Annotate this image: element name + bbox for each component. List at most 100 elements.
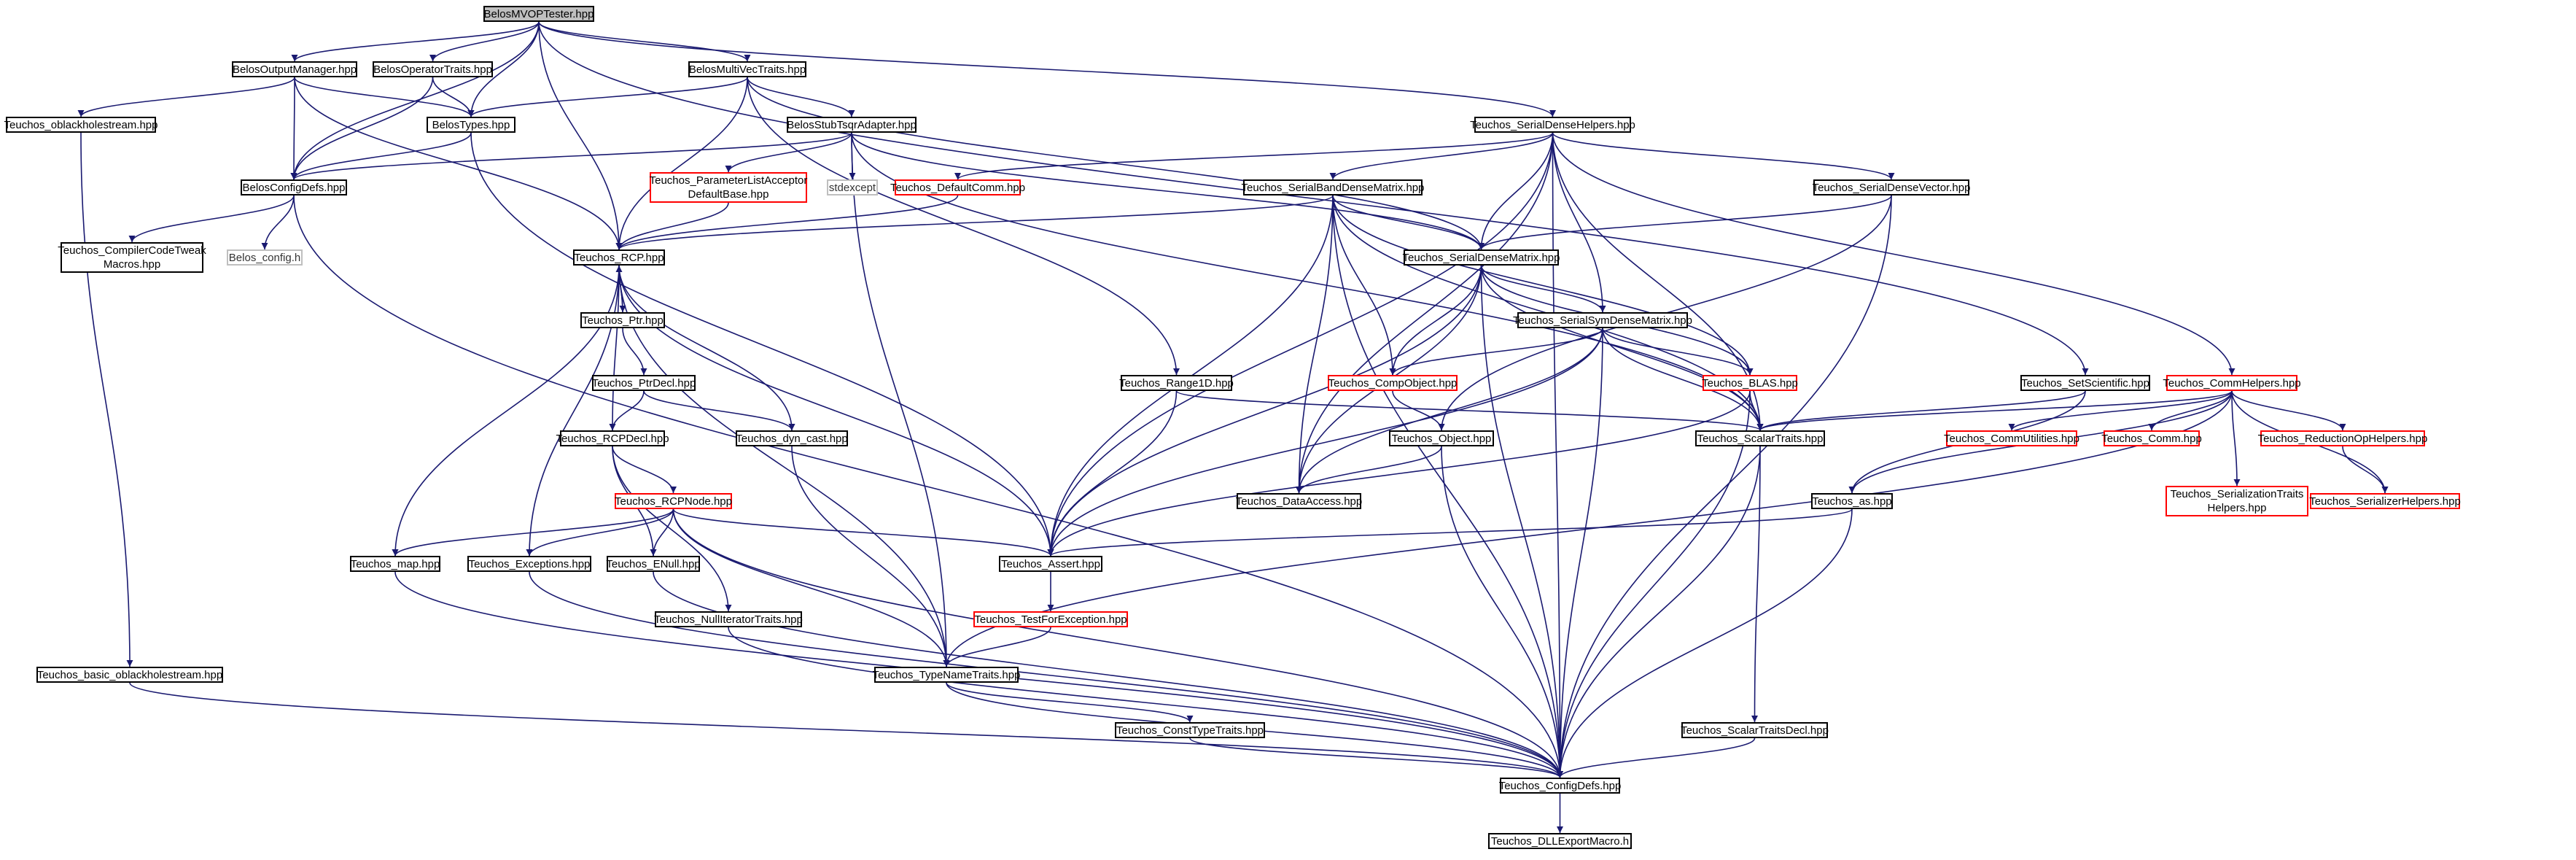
node-SerialDenseMatrix[interactable]: Teuchos_SerialDenseMatrix.hpp — [1403, 249, 1560, 266]
node-dyn_cast[interactable]: Teuchos_dyn_cast.hpp — [736, 430, 848, 446]
edge-SerialSymDense-to-ScalarTraits — [1602, 328, 1764, 431]
node-ParamListAcceptor[interactable]: Teuchos_ParameterListAcceptor DefaultBas… — [650, 172, 807, 203]
edge-dyn_cast-to-TypeNameTraits — [791, 446, 950, 667]
node-TestForException[interactable]: Teuchos_TestForException.hpp — [973, 611, 1128, 627]
node-NullIteratorTraits[interactable]: Teuchos_NullIteratorTraits.hpp — [654, 611, 803, 627]
node-BelosOutputManager[interactable]: BelosOutputManager.hpp — [232, 61, 357, 77]
node-DataAccess[interactable]: Teuchos_DataAccess.hpp — [1236, 493, 1362, 509]
edge-BelosTypes-to-BelosConfigDefs — [290, 132, 472, 180]
edge-RCPDecl-to-RCPNode — [612, 446, 677, 494]
edge-BelosStubTsqr-to-SerialDenseMatrix — [851, 132, 1484, 250]
node-TypeNameTraits[interactable]: Teuchos_TypeNameTraits.hpp — [873, 667, 1020, 683]
edge-SerialBandDense-to-RCP — [615, 195, 1334, 250]
edge-BelosMultiVecTraits-to-Range1D — [747, 77, 1180, 376]
node-RCPNode[interactable]: Teuchos_RCPNode.hpp — [615, 493, 732, 509]
node-DefaultComm[interactable]: Teuchos_DefaultComm.hpp — [890, 179, 1025, 195]
edge-SerialBandDense-to-CompObject — [1332, 195, 1396, 376]
edge-BelosMVOPTester-to-SerialDenseHelpers — [538, 21, 1556, 117]
edge-BelosTypes-to-Assert — [470, 132, 1054, 557]
edge-SerialSymDense-to-BLAS — [1602, 328, 1754, 376]
edge-BelosStubTsqr-to-ParamListAcceptor — [725, 132, 852, 173]
edge-ReductionOpHelpers-to-SerializerHelpers — [2342, 446, 2389, 494]
edge-RCPNode-to-TypeNameTraits — [672, 508, 950, 667]
edge-BelosConfigDefs-to-ConfigDefs — [293, 195, 1563, 778]
edge-RCP-to-Exceptions — [526, 265, 620, 557]
edge-SerialDenseMatrix-to-SerialSymDense — [1480, 265, 1606, 313]
node-RCP[interactable]: Teuchos_RCP.hpp — [573, 249, 665, 266]
node-SerialDenseHelpers[interactable]: Teuchos_SerialDenseHelpers.hpp — [1470, 117, 1635, 133]
edge-SerialSymDense-to-ConfigDefs — [1557, 328, 1603, 778]
node-BLAS[interactable]: Teuchos_BLAS.hpp — [1702, 375, 1798, 391]
edge-PtrDecl-to-RCPDecl — [609, 390, 645, 431]
node-RCPDecl[interactable]: Teuchos_RCPDecl.hpp — [556, 430, 669, 446]
node-Ptr[interactable]: Teuchos_Ptr.hpp — [580, 312, 665, 328]
node-CommHelpers[interactable]: Teuchos_CommHelpers.hpp — [2163, 375, 2301, 391]
edge-BelosOutputManager-to-BelosConfigDefs — [290, 77, 297, 180]
node-Comm[interactable]: Teuchos_Comm.hpp — [2101, 430, 2202, 446]
edge-Exceptions-to-ConfigDefs — [529, 571, 1563, 778]
node-DLLExportMacro[interactable]: Teuchos_DLLExportMacro.h — [1488, 833, 1632, 849]
node-ConfigDefs[interactable]: Teuchos_ConfigDefs.hpp — [1499, 778, 1621, 794]
edge-BelosMVOPTester-to-RCP — [538, 21, 623, 250]
node-SerialDenseVector[interactable]: Teuchos_SerialDenseVector.hpp — [1813, 179, 1970, 195]
node-CommUtilities[interactable]: Teuchos_CommUtilities.hpp — [1944, 430, 2079, 446]
edge-CommHelpers-to-CommUtilities — [2008, 390, 2233, 431]
edge-BelosMVOPTester-to-BelosOperatorTraits — [429, 21, 540, 62]
node-as[interactable]: Teuchos_as.hpp — [1811, 493, 1893, 509]
node-ConstTypeTraits[interactable]: Teuchos_ConstTypeTraits.hpp — [1115, 722, 1265, 738]
edge-SerialDenseVector-to-SerialDenseMatrix — [1478, 195, 1892, 250]
edge-RCPNode-to-ENull — [650, 508, 674, 557]
node-BelosStubTsqr[interactable]: BelosStubTsqrAdapter.hpp — [787, 117, 917, 133]
node-BelosTypes[interactable]: BelosTypes.hpp — [427, 117, 515, 133]
node-ENull[interactable]: Teuchos_ENull.hpp — [606, 556, 701, 572]
node-SetScientific[interactable]: Teuchos_SetScientific.hpp — [2020, 375, 2150, 391]
edge-BelosMultiVecTraits-to-SerialDenseMatrix — [747, 77, 1484, 250]
edge-BLAS-to-ConfigDefs — [1557, 390, 1751, 778]
node-SerialBandDense[interactable]: Teuchos_SerialBandDenseMatrix.hpp — [1242, 179, 1425, 195]
edge-BelosMVOPTester-to-BelosMultiVecTraits — [538, 21, 751, 62]
node-basic_oblackhole[interactable]: Teuchos_basic_oblackholestream.hpp — [36, 667, 223, 683]
edge-RCP-to-RCPDecl — [609, 265, 620, 431]
edge-BelosMVOPTester-to-BelosConfigDefs — [290, 21, 540, 180]
node-BelosMultiVecTraits[interactable]: BelosMultiVecTraits.hpp — [688, 61, 806, 77]
node-ScalarTraitsDecl[interactable]: Teuchos_ScalarTraitsDecl.hpp — [1681, 722, 1829, 738]
edge-oblackhole-to-basic_oblackhole — [80, 132, 133, 667]
node-ReductionOpHelpers[interactable]: Teuchos_ReductionOpHelpers.hpp — [2258, 430, 2427, 446]
node-PtrDecl[interactable]: Teuchos_PtrDecl.hpp — [592, 375, 696, 391]
edge-BelosMVOPTester-to-SetScientific — [538, 21, 2089, 376]
node-CompilerCodeTweak[interactable]: Teuchos_CompilerCodeTweak Macros.hpp — [58, 242, 206, 273]
edge-SerialBandDense-to-BLAS — [1332, 195, 1754, 376]
node-Assert[interactable]: Teuchos_Assert.hpp — [999, 556, 1102, 572]
node-SerializationTraitsHelpers[interactable]: Teuchos_SerializationTraits Helpers.hpp — [2166, 486, 2308, 516]
edge-SerialDenseMatrix-to-ConfigDefs — [1480, 265, 1563, 778]
edge-BelosMultiVecTraits-to-BelosTypes — [467, 77, 748, 117]
edge-as-to-Assert — [1047, 508, 1853, 557]
edge-CompObject-to-Object — [1392, 390, 1445, 431]
node-BelosMVOPTester: BelosMVOPTester.hpp — [483, 6, 594, 22]
node-BelosOperatorTraits[interactable]: BelosOperatorTraits.hpp — [373, 61, 493, 77]
node-Object[interactable]: Teuchos_Object.hpp — [1389, 430, 1494, 446]
edge-RCPNode-to-ConfigDefs — [672, 508, 1563, 778]
edge-BelosConfigDefs-to-CompilerCodeTweak — [128, 195, 295, 243]
node-map[interactable]: Teuchos_map.hpp — [350, 556, 440, 572]
edge-PtrDecl-to-dyn_cast — [643, 390, 795, 431]
edge-SerialDenseMatrix-to-ScalarTraits — [1480, 265, 1764, 431]
node-CompObject[interactable]: Teuchos_CompObject.hpp — [1328, 375, 1458, 391]
edge-SerialDenseHelpers-to-DataAccess — [1296, 132, 1554, 494]
node-Exceptions[interactable]: Teuchos_Exceptions.hpp — [467, 556, 591, 572]
node-SerializerHelpers[interactable]: Teuchos_SerializerHelpers.hpp — [2309, 493, 2461, 509]
node-BelosConfigDefs[interactable]: BelosConfigDefs.hpp — [241, 179, 347, 195]
edge-BelosConfigDefs-to-Belos_config — [261, 195, 295, 250]
edge-ConstTypeTraits-to-ConfigDefs — [1189, 737, 1563, 778]
edge-RCPNode-to-Assert — [672, 508, 1054, 557]
edge-RCPDecl-to-NullIteratorTraits — [612, 446, 732, 612]
node-Range1D[interactable]: Teuchos_Range1D.hpp — [1119, 375, 1234, 391]
node-oblackhole[interactable]: Teuchos_oblackholestream.hpp — [4, 117, 157, 133]
node-ScalarTraits[interactable]: Teuchos_ScalarTraits.hpp — [1695, 430, 1825, 446]
edge-BelosOperatorTraits-to-BelosConfigDefs — [290, 77, 434, 180]
node-SerialSymDense[interactable]: Teuchos_SerialSymDenseMatrix.hpp — [1513, 312, 1692, 328]
edge-SerialDenseVector-to-ConfigDefs — [1557, 195, 1892, 778]
edge-SerialBandDense-to-SerialDenseMatrix — [1332, 195, 1484, 250]
edge-SerialSymDense-to-Assert — [1047, 328, 1603, 557]
